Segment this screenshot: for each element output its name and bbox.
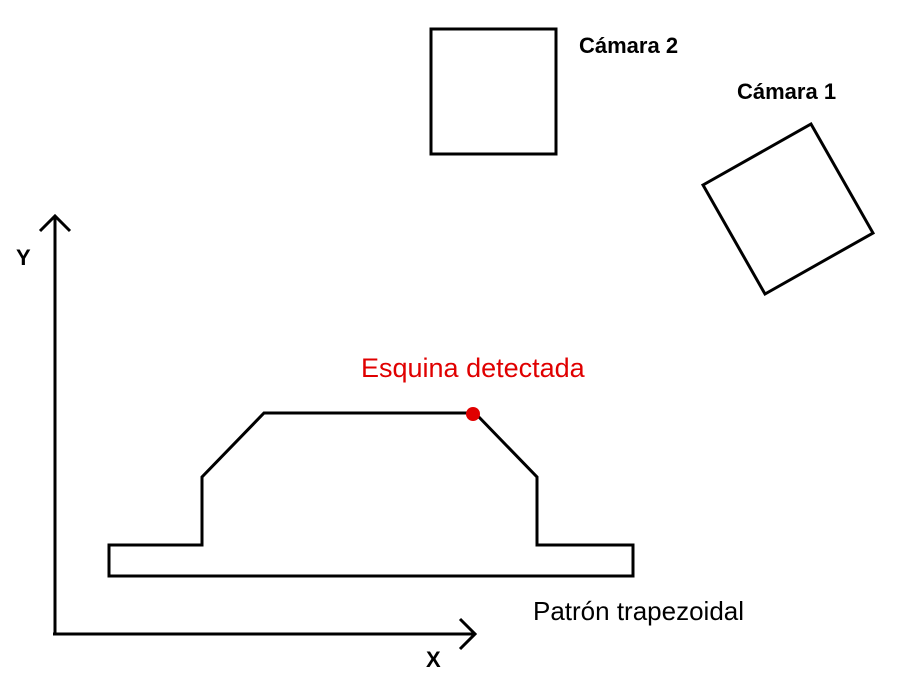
pattern-label: Patrón trapezoidal [533, 596, 744, 626]
camera-2-square [429, 27, 558, 156]
camera-1-square [700, 121, 876, 297]
detected-corner-label: Esquina detectada [361, 353, 586, 383]
detected-corner-point [466, 407, 480, 421]
camera-1-label: Cámara 1 [737, 79, 836, 104]
x-axis-arrowhead [458, 617, 478, 651]
y-axis-label: Y [16, 245, 31, 270]
camera-2-label: Cámara 2 [579, 33, 678, 58]
x-axis-label: X [426, 647, 441, 672]
y-axis-arrowhead [38, 213, 72, 233]
trapezoidal-pattern [107, 411, 635, 578]
